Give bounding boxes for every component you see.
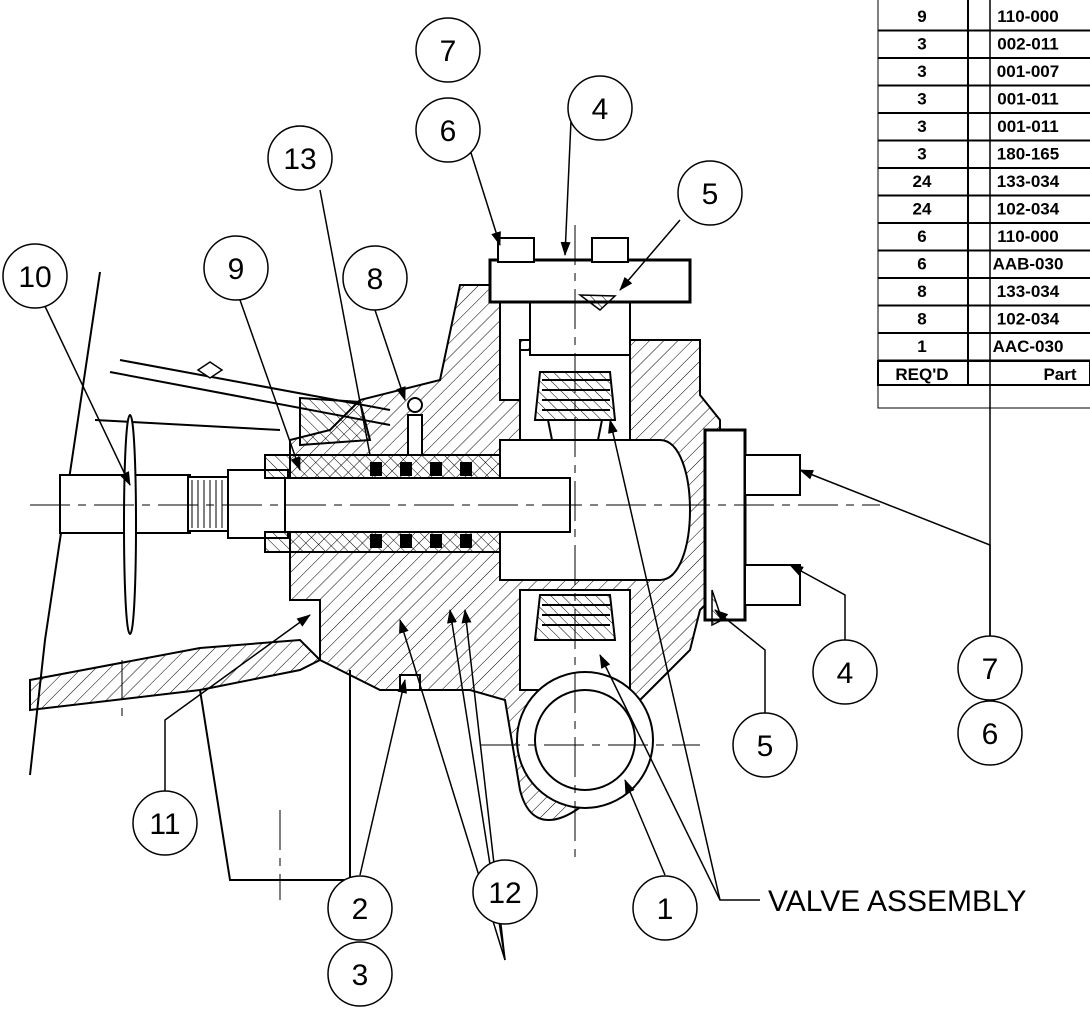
callout-7-right: 7 — [957, 635, 1023, 701]
bom-part-number: 110-000 — [997, 7, 1058, 26]
bom-row: 8 133-034 — [878, 282, 1090, 307]
crankshaft — [59, 397, 571, 691]
gearbox-frame — [29, 271, 391, 881]
svg-text:6: 6 — [440, 115, 457, 148]
callout-10: 10 — [2, 243, 68, 309]
callout-13: 13 — [267, 125, 333, 191]
svg-text:7: 7 — [440, 35, 457, 68]
bom-part-number: 001-011 — [997, 90, 1058, 109]
bom-header-row: REQ'D Part — [877, 360, 1090, 386]
svg-text:5: 5 — [757, 730, 774, 763]
bom-part-number: 133-034 — [997, 282, 1060, 301]
callout-1: 1 — [632, 875, 698, 941]
svg-text:4: 4 — [592, 93, 609, 126]
bom-row: 3 001-007 — [878, 62, 1090, 87]
bom-qty: 24 — [913, 172, 932, 191]
leader-lines — [41, 0, 991, 961]
bom-row: 3 001-011 — [878, 90, 1090, 114]
callout-3: 3 — [327, 941, 393, 1007]
bom-row: 24 133-034 — [878, 172, 1090, 197]
callout-5-top: 5 — [677, 160, 743, 226]
svg-text:13: 13 — [283, 143, 316, 176]
svg-text:10: 10 — [18, 261, 51, 294]
bom-row: 3 002-011 — [878, 35, 1090, 59]
bom-qty: 3 — [917, 90, 926, 109]
svg-text:7: 7 — [982, 653, 999, 686]
bom-part-number: 180-165 — [997, 145, 1059, 164]
bom-part-number: 110-000 — [997, 227, 1058, 246]
centerlines — [30, 225, 880, 900]
bom-qty: 3 — [917, 62, 926, 81]
bom-row: 3 180-165 — [878, 145, 1090, 169]
bom-qty: 9 — [917, 7, 926, 26]
callout-5-right: 5 — [732, 712, 798, 778]
callout-4-top: 4 — [567, 75, 633, 141]
svg-text:2: 2 — [352, 893, 369, 926]
bom-part-number: AAC-030 — [993, 337, 1064, 356]
callout-12: 12 — [472, 859, 538, 925]
packing-rings — [370, 462, 472, 548]
bom-row: 6 110-000 — [878, 227, 1090, 252]
svg-text:8: 8 — [367, 263, 384, 296]
callout-2: 2 — [327, 875, 393, 941]
bom-qty: 3 — [917, 145, 926, 164]
bom-part-number: 102-034 — [997, 310, 1060, 329]
bom-row: 8 102-034 — [878, 310, 1090, 334]
bom-qty: 24 — [913, 200, 932, 219]
svg-text:12: 12 — [488, 877, 521, 910]
bom-table: 9 110-000 3 002-011 3 001-007 3 001-011 3 001-011… — [877, 0, 1090, 409]
bom-part-number: 002-011 — [997, 35, 1058, 54]
bom-row: 6 AAB-030 — [878, 255, 1090, 279]
bom-qty: 3 — [917, 35, 926, 54]
svg-text:6: 6 — [982, 718, 999, 751]
bom-part-number: 001-007 — [997, 62, 1059, 81]
callout-6-right: 6 — [957, 700, 1023, 766]
bom-part-number: AAB-030 — [993, 255, 1064, 274]
bom-header-qty: REQ'D — [895, 365, 948, 384]
callout-6-top: 6 — [415, 97, 481, 163]
bom-row: 24 102-034 — [878, 200, 1090, 224]
svg-text:9: 9 — [228, 253, 245, 286]
bom-qty: 8 — [917, 282, 926, 301]
svg-text:3: 3 — [352, 959, 369, 992]
valve-assembly-label: VALVE ASSEMBLY — [768, 885, 1026, 918]
bom-qty: 6 — [917, 227, 926, 246]
bom-header-part: Part — [1043, 365, 1076, 384]
bom-part-number: 001-011 — [997, 117, 1058, 136]
callout-bubbles: 7 6 4 13 5 9 8 10 — [2, 17, 1023, 1007]
bom-qty: 6 — [917, 255, 926, 274]
bom-qty: 1 — [917, 337, 926, 356]
bom-qty: 3 — [917, 117, 926, 136]
callout-8: 8 — [342, 245, 408, 311]
svg-text:5: 5 — [702, 178, 719, 211]
svg-text:11: 11 — [149, 808, 180, 841]
bom-qty: 8 — [917, 310, 926, 329]
callout-4-right: 4 — [812, 639, 878, 705]
svg-text:1: 1 — [657, 893, 674, 926]
callout-7-top: 7 — [415, 17, 481, 83]
bom-row: 9 110-000 — [878, 7, 1090, 32]
callout-9: 9 — [203, 235, 269, 301]
svg-text:4: 4 — [837, 657, 854, 690]
bom-part-number: 133-034 — [997, 172, 1060, 191]
bom-part-number: 102-034 — [997, 200, 1060, 219]
bom-row: 3 001-011 — [878, 117, 1090, 142]
callout-11: 11 — [132, 790, 198, 856]
bom-rows: 9 110-000 3 002-011 3 001-007 3 001-011 3 001-011… — [878, 7, 1090, 362]
